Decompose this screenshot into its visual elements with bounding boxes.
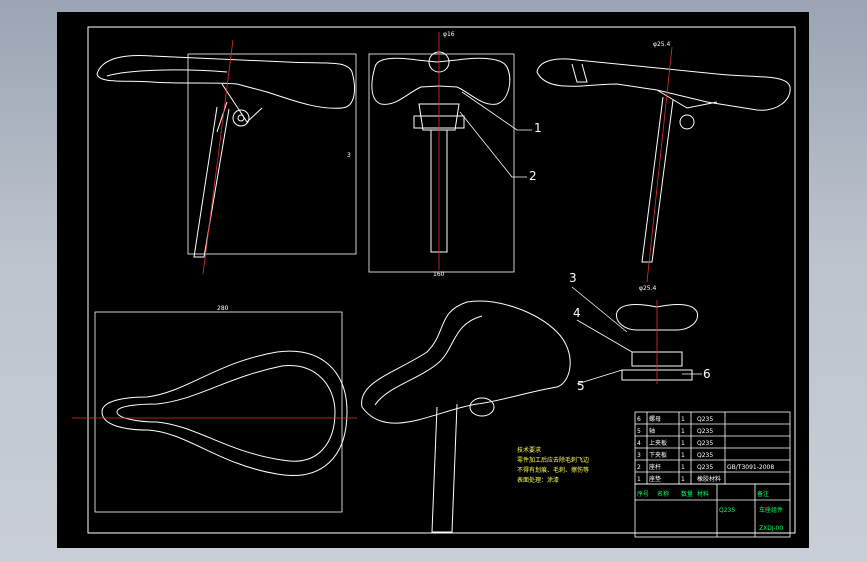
side-view xyxy=(96,39,357,275)
bom-table xyxy=(634,411,791,538)
bom-name: 座垫 xyxy=(649,475,661,483)
bom-no: 6 xyxy=(637,416,641,423)
side-view-right xyxy=(536,46,791,283)
bom-header-note: 备注 xyxy=(757,490,769,498)
leader-label-4: 4 xyxy=(573,306,581,320)
bom-no: 4 xyxy=(637,440,641,447)
leader-label-3: 3 xyxy=(569,271,577,285)
bom-note: GB/T3091-2008 xyxy=(727,464,774,471)
bom-name: 下夹板 xyxy=(649,451,667,459)
bom-material: Q235 xyxy=(697,428,713,435)
bom-qty: 1 xyxy=(681,416,685,423)
bom-material: Q235 xyxy=(697,464,713,471)
title-name: 车座组件 xyxy=(759,506,783,514)
bom-no: 3 xyxy=(637,452,641,459)
drawing-canvas: 1 2 3 4 5 6 φ16 φ25.4 3 160 280 φ25.4 技术… xyxy=(72,26,796,538)
bom-name: 螺母 xyxy=(649,415,661,423)
tech-line-2: 不得有划痕、毛刺、擦伤等 xyxy=(517,466,589,474)
bom-name: 座杆 xyxy=(649,463,661,471)
tech-line-3: 表面处理：涂漆 xyxy=(517,476,559,484)
title-code: ZXDJ-00 xyxy=(759,525,783,532)
tech-line-1: 零件加工后应去除毛刺飞边 xyxy=(517,456,589,464)
leader-label-6: 6 xyxy=(703,367,711,381)
dim-right-lower: φ25.4 xyxy=(639,285,657,292)
tech-title: 技术要求 xyxy=(517,446,541,454)
dim-plan-top: 280 xyxy=(217,305,229,312)
dim-side-mid: 3 xyxy=(347,152,351,159)
bom-header-material: 材料 xyxy=(697,490,709,498)
bom-name: 轴 xyxy=(649,427,655,435)
bom-no: 5 xyxy=(637,428,641,435)
bom-qty: 1 xyxy=(681,428,685,435)
bom-name: 上夹板 xyxy=(649,439,667,447)
bom-header-no: 序号 xyxy=(637,490,649,498)
title-material: Q235 xyxy=(719,507,735,514)
bom-material: Q235 xyxy=(697,416,713,423)
border-frame xyxy=(87,26,796,534)
leader-label-2: 2 xyxy=(529,169,537,183)
dim-top-mid: φ16 xyxy=(443,31,455,38)
dim-bottom-mid: 160 xyxy=(433,271,445,278)
leader-label-5: 5 xyxy=(577,379,585,393)
leader-lines xyxy=(459,91,702,385)
dim-right-top: φ25.4 xyxy=(653,41,671,48)
bom-qty: 1 xyxy=(681,440,685,447)
bom-material: Q235 xyxy=(697,452,713,459)
isometric-view xyxy=(361,300,571,533)
bom-qty: 1 xyxy=(681,452,685,459)
bom-qty: 1 xyxy=(681,476,685,483)
bom-no: 1 xyxy=(637,476,641,483)
detail-view xyxy=(616,300,698,384)
drawing-sheet: 1 2 3 4 5 6 φ16 φ25.4 3 160 280 φ25.4 技术… xyxy=(57,12,809,548)
plan-view xyxy=(72,311,357,513)
rear-view xyxy=(368,32,515,273)
leader-label-1: 1 xyxy=(534,121,542,135)
bom-no: 2 xyxy=(637,464,641,471)
bom-header-name: 名称 xyxy=(657,490,669,498)
bom-material: 橡胶材料 xyxy=(697,475,721,483)
bom-material: Q235 xyxy=(697,440,713,447)
bom-header-qty: 数量 xyxy=(681,490,693,498)
bom-qty: 1 xyxy=(681,464,685,471)
